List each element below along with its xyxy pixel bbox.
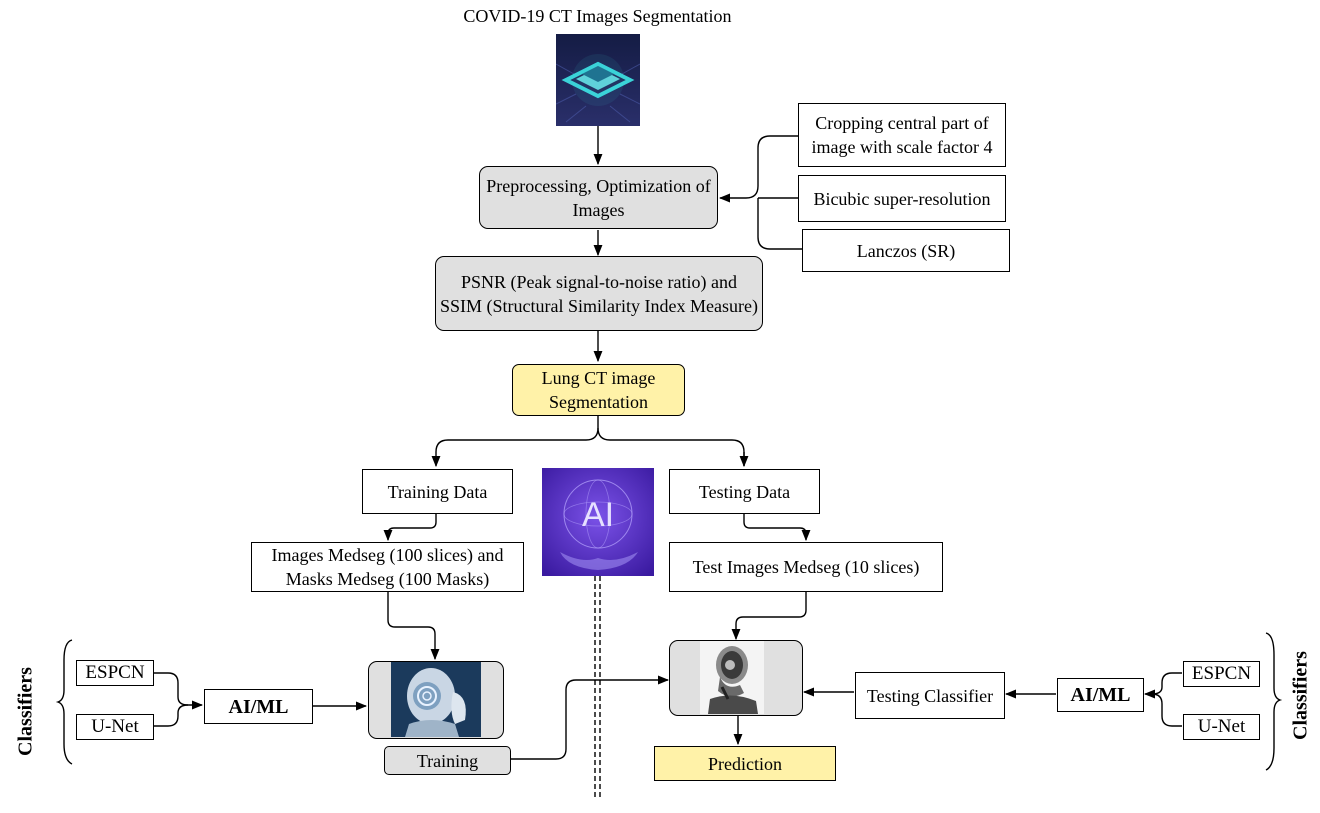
test-images-box: Test Images Medseg (10 slices) <box>669 542 943 592</box>
testing-classifier-box: Testing Classifier <box>855 672 1005 719</box>
arrow-testing-images <box>743 514 811 542</box>
arrow-training-robot <box>511 675 670 760</box>
arrow-trainimg-robot <box>387 592 440 661</box>
method-box-bicubic: Bicubic super-resolution <box>798 175 1006 222</box>
arrow-training-images <box>383 514 437 542</box>
right-brace <box>1265 632 1283 771</box>
ai-badge-text: AI <box>582 496 614 534</box>
metrics-box: PSNR (Peak signal-to-noise ratio) and SS… <box>435 256 763 331</box>
right-classifiers-label: Classifiers <box>1289 651 1312 740</box>
robot-training-image <box>368 661 504 739</box>
left-brace <box>55 639 73 765</box>
arrow-right-espcn-aiml <box>1143 672 1182 699</box>
ai-globe-image: AI <box>542 468 654 576</box>
right-unet-box: U-Net <box>1183 714 1260 740</box>
method-box-cropping: Cropping central part of image with scal… <box>798 103 1006 167</box>
prediction-box: Prediction <box>654 746 836 781</box>
right-espcn-box: ESPCN <box>1183 661 1260 687</box>
diagram-title: COVID-19 CT Images Segmentation <box>463 6 732 26</box>
preprocess-box: Preprocessing, Optimization of Images <box>479 166 718 229</box>
arrow-testimg-robot <box>731 592 807 641</box>
segmentation-box: Lung CT image Segmentation <box>512 364 685 416</box>
training-box: Training <box>384 746 511 775</box>
method-box-lanczos: Lanczos (SR) <box>802 229 1010 272</box>
robot-prediction-image <box>669 640 803 716</box>
train-images-box: Images Medseg (100 slices) and Masks Med… <box>251 542 524 592</box>
arrow-methods-preprocess <box>718 135 800 203</box>
arrow-left-espcn-aiml <box>154 672 204 710</box>
arrow-segmentation-split <box>431 416 599 468</box>
training-data-box: Training Data <box>362 469 513 514</box>
left-aiml-box: AI/ML <box>204 689 313 724</box>
testing-data-box: Testing Data <box>669 469 820 514</box>
left-espcn-box: ESPCN <box>76 660 154 686</box>
left-unet-box: U-Net <box>76 714 154 740</box>
chip-image <box>556 34 640 126</box>
right-aiml-box: AI/ML <box>1057 678 1144 712</box>
left-classifiers-label: Classifiers <box>14 667 37 756</box>
